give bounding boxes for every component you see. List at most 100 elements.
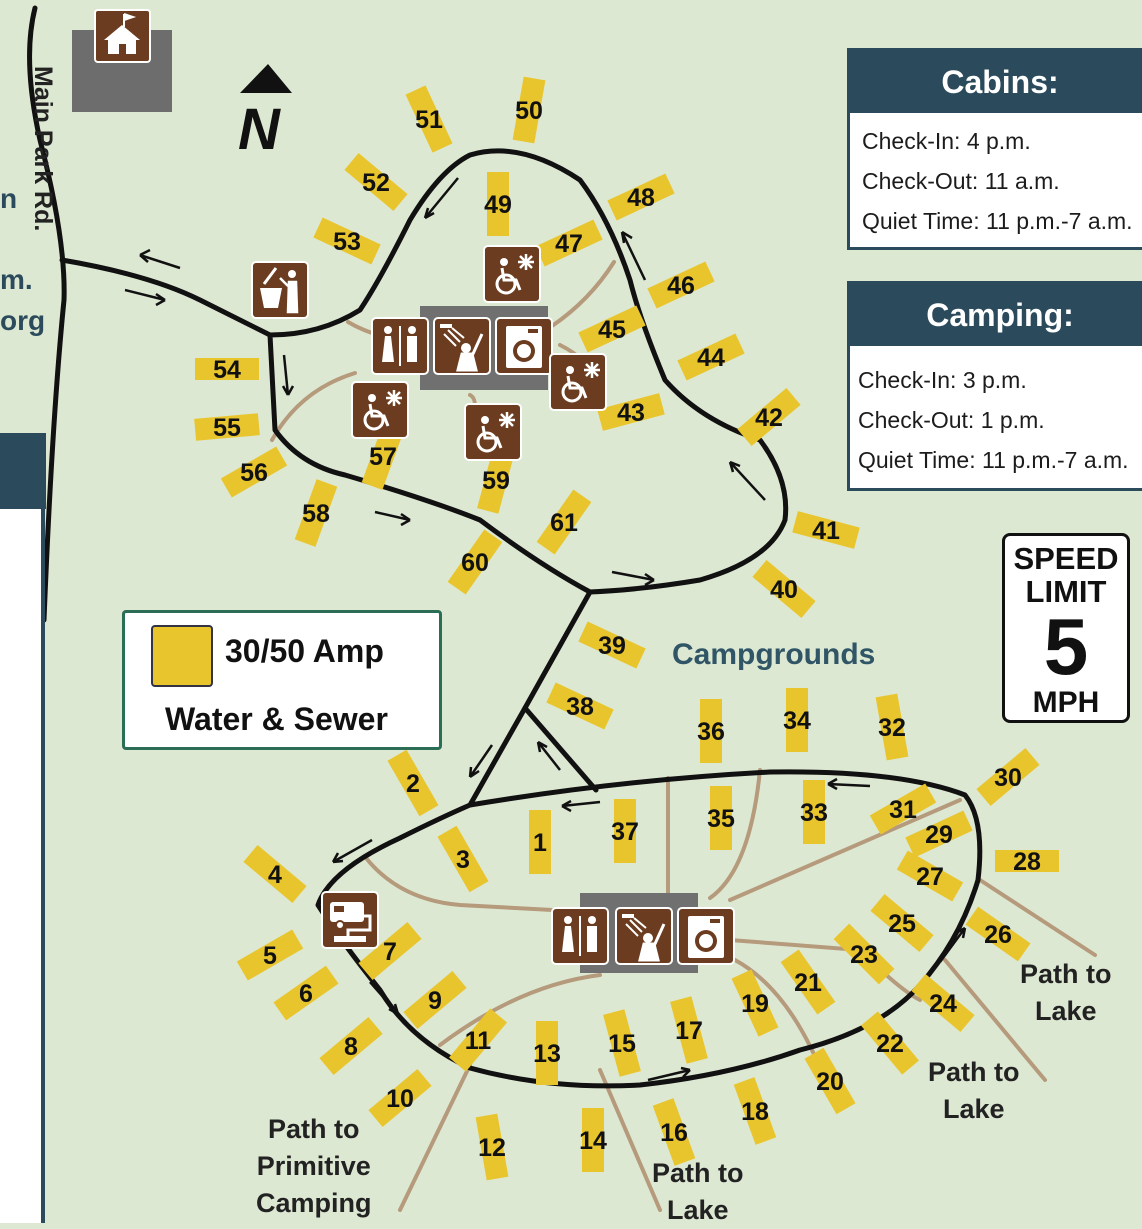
restrooms-icon: [371, 317, 429, 375]
campsite-pad: [597, 393, 665, 431]
campsite-36: 36: [697, 699, 725, 763]
path-lake-bottom-label: Path to Lake: [652, 1158, 744, 1225]
campsite-1: 1: [529, 810, 551, 874]
entrance-road: [59, 257, 273, 338]
campsite-pad: [905, 810, 973, 858]
campsite-number: 15: [608, 1030, 636, 1058]
campsite-number: 61: [550, 509, 578, 537]
campsite-number: 18: [741, 1098, 769, 1126]
accessible-site-icon: [483, 245, 541, 303]
campsite-number: 13: [533, 1040, 561, 1068]
campsite-number: 20: [816, 1068, 844, 1096]
cabins-title: Cabins:: [850, 51, 1142, 113]
campsite-pad: [361, 422, 405, 490]
laundry-icon: [677, 907, 735, 965]
campsite-pad: [368, 1069, 432, 1127]
campsite-28: 28: [995, 848, 1059, 876]
campsite-35: 35: [707, 786, 735, 850]
campsite-number: 43: [617, 399, 645, 427]
campsite-pad: [294, 479, 338, 547]
campsite-number: 40: [770, 576, 798, 604]
campsite-42: 42: [737, 388, 801, 446]
campsite-pad: [792, 511, 860, 549]
campsite-number: 21: [794, 969, 822, 997]
cabins-info-box: Cabins: Check-In: 4 p.m. Check-Out: 11 a…: [847, 48, 1142, 250]
campsite-32: 32: [875, 693, 909, 761]
campsite-pad: [582, 1108, 604, 1172]
speed-limit-sign: SPEED LIMIT 5 MPH: [1002, 533, 1130, 723]
campsite-pad: [786, 688, 808, 752]
campsite-11: 11: [449, 1008, 507, 1072]
speed-value: 5: [1043, 602, 1089, 691]
legend-swatch: [151, 625, 213, 687]
north-arrow-icon: [240, 64, 292, 93]
campsite-10: 10: [368, 1069, 432, 1127]
path-lake-mid-label: Path to Lake: [928, 1057, 1020, 1124]
campsite-number: 55: [213, 414, 241, 442]
campsite-27: 27: [896, 850, 964, 902]
campsite-31: 31: [869, 783, 937, 835]
campsite-47: 47: [535, 219, 603, 267]
campsite-46: 46: [647, 261, 715, 309]
campsite-number: 12: [478, 1134, 506, 1162]
campsite-number: 31: [889, 796, 917, 824]
campsite-pad: [700, 699, 722, 763]
campsite-number: 30: [994, 764, 1022, 792]
campsite-pad: [319, 1017, 383, 1075]
campsite-number: 17: [675, 1017, 703, 1045]
campsite-pad: [195, 358, 259, 380]
campsite-7: 7: [358, 922, 422, 980]
campsite-pad: [273, 965, 339, 1021]
campsite-number: 22: [876, 1030, 904, 1058]
path-primitive-camping-label: Path to Primitive Camping: [256, 1114, 372, 1218]
cabins-check-in: Check-In: 4 p.m.: [862, 128, 1031, 154]
campsite-53: 53: [313, 217, 381, 265]
campsite-number: 23: [850, 941, 878, 969]
campsite-pad: [387, 749, 439, 817]
campsite-2: 2: [387, 749, 439, 817]
left-fragment-2: m.: [0, 264, 33, 295]
campsite-56: 56: [220, 446, 288, 498]
legend-water-label: Water & Sewer: [165, 701, 388, 737]
campsite-pad: [710, 786, 732, 850]
campsite-pad: [447, 529, 503, 595]
campsite-number: 46: [667, 272, 695, 300]
campsite-pad: [603, 1009, 641, 1077]
campsite-6: 6: [273, 965, 339, 1021]
campsite-pad: [243, 845, 307, 903]
campsite-number: 11: [465, 1027, 492, 1055]
campsite-number: 45: [598, 316, 626, 344]
campsite-38: 38: [546, 682, 614, 730]
campsite-number: 7: [383, 938, 397, 966]
campsite-number: 1: [533, 829, 547, 857]
north-label: N: [238, 97, 280, 162]
traffic-arrows: [124, 177, 967, 1082]
campsite-number: 42: [755, 404, 783, 432]
showers-icon: [615, 907, 673, 965]
upper-loop-road: [267, 148, 789, 595]
camping-quiet-time: Quiet Time: 11 p.m.-7 a.m.: [858, 447, 1129, 473]
campsite-pad: [536, 489, 592, 555]
campsite-pad: [405, 85, 453, 153]
campsite-49: 49: [484, 172, 512, 236]
campsite-pad: [437, 825, 489, 893]
campsite-number: 53: [333, 228, 361, 256]
campsite-number: 58: [302, 500, 330, 528]
campsite-number: 39: [598, 632, 626, 660]
cabins-check-out: Check-Out: 11 a.m.: [862, 168, 1060, 194]
campsite-55: 55: [194, 413, 260, 442]
campsite-pad: [194, 413, 260, 441]
campsite-pad: [976, 748, 1040, 806]
campsite-12: 12: [475, 1113, 509, 1181]
campsite-pad: [861, 1011, 919, 1075]
campsite-52: 52: [344, 153, 408, 211]
campsite-43: 43: [597, 393, 665, 431]
campsite-pad: [677, 333, 745, 381]
legend-amp-label: 30/50 Amp: [225, 633, 384, 669]
campsite-pad: [477, 446, 515, 514]
campsite-34: 34: [783, 688, 811, 752]
campsite-40: 40: [752, 560, 816, 618]
campsite-pad: [614, 799, 636, 863]
campsite-number: 60: [461, 549, 489, 577]
campsite-51: 51: [405, 85, 453, 153]
